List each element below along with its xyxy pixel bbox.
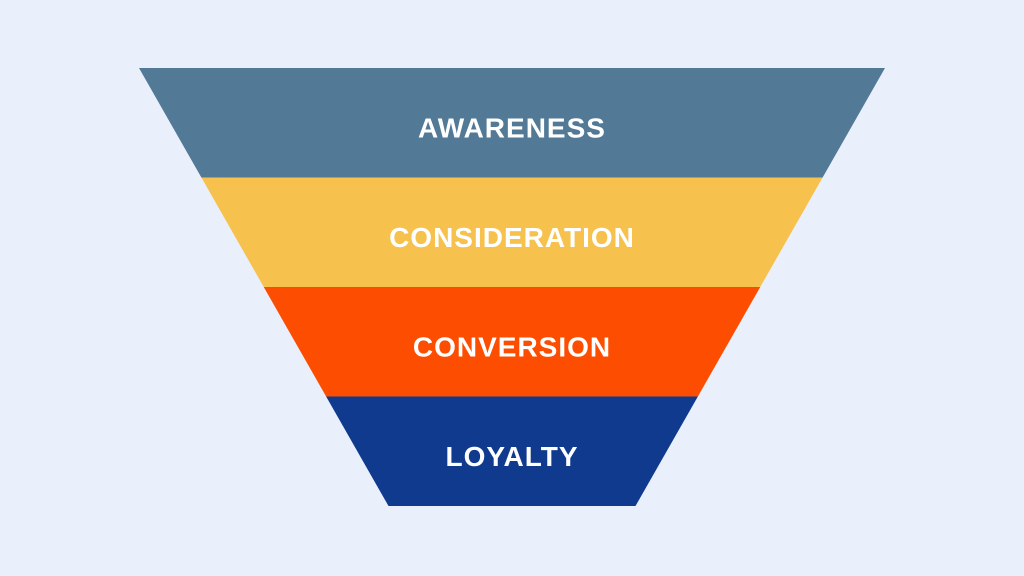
funnel-stage-conversion: CONVERSION <box>263 287 761 397</box>
funnel-stage-label: CONVERSION <box>413 331 611 362</box>
funnel-stage-consideration: CONSIDERATION <box>201 177 823 287</box>
funnel-stage-shape <box>139 68 885 178</box>
funnel-stage-label: AWARENESS <box>418 112 606 143</box>
funnel-stage-awareness: AWARENESS <box>139 68 885 178</box>
funnel-stage-shape <box>263 287 761 397</box>
funnel-stage-label: LOYALTY <box>445 441 578 472</box>
funnel-stage-label: CONSIDERATION <box>389 222 635 253</box>
funnel-stage-shape <box>326 396 698 506</box>
funnel-stage-shape <box>201 177 823 287</box>
funnel-stage-loyalty: LOYALTY <box>326 396 698 506</box>
